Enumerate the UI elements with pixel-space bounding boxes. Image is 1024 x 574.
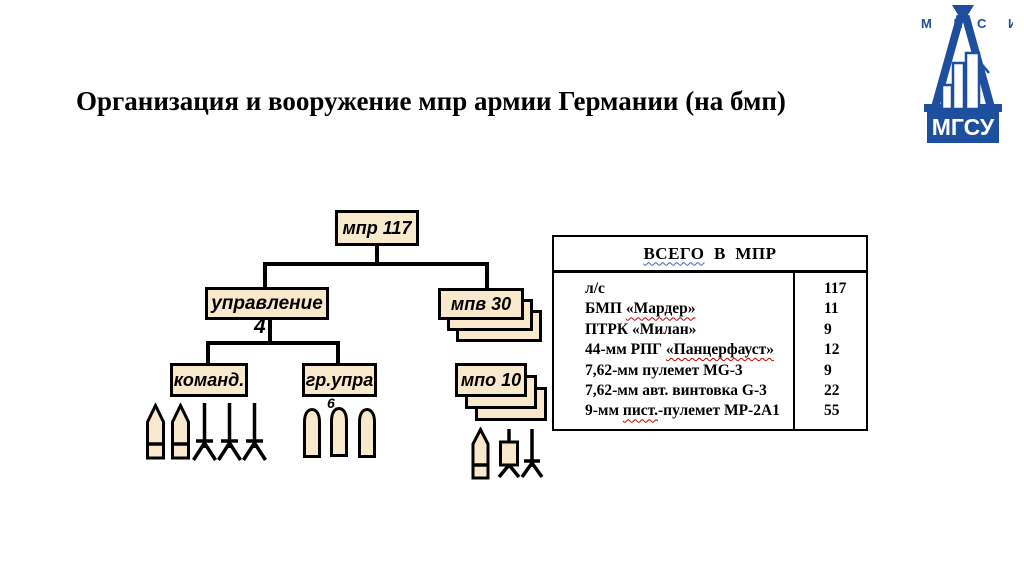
control-group-count-annotation: 6: [327, 395, 335, 411]
org-stack-squads: мпо 10: [455, 363, 555, 425]
row-label: БМП: [585, 300, 626, 318]
logo-band: [927, 109, 999, 143]
connector-line: [263, 262, 489, 266]
hq-count-annotation: 4: [254, 315, 266, 338]
logo-building: [940, 83, 954, 111]
row-label: л/с: [585, 280, 605, 297]
table-value: 9: [824, 320, 832, 338]
connector-line: [206, 341, 340, 345]
rifle-icon: [358, 407, 376, 458]
smg-icon: [471, 427, 490, 480]
row-label: пист.: [622, 402, 658, 420]
connector-line: [263, 262, 267, 290]
table-row: 7,62-мм пулемет MG-3: [585, 361, 793, 381]
table-value: 117: [824, 280, 847, 297]
org-box-label: гр.упра: [305, 369, 374, 390]
mg-icon: [520, 429, 544, 479]
row-label: «Мардер»: [625, 300, 696, 318]
org-box-control-group: гр.упра: [302, 363, 377, 397]
row-label: 7,62-мм авт. винтовка G-3: [585, 382, 767, 400]
smg-icon: [146, 403, 165, 460]
row-label: 9-мм: [585, 402, 623, 420]
mgsu-logo: М И С И МГСУ: [921, 5, 1013, 143]
table-value: 11: [824, 300, 839, 318]
connector-line: [206, 341, 210, 365]
org-box-platoon-mpv: мпв 30: [438, 288, 524, 320]
logo-top-letters-right: С И: [977, 16, 1013, 31]
org-box-label: команд.: [173, 369, 245, 390]
row-label: ПТРК «Милан»: [585, 320, 697, 338]
org-stack-platoons: мпв 30: [438, 288, 548, 348]
logo-apex-shape: [952, 5, 974, 23]
table-body: л/с БМП «Мардер» ПТРК «Милан» 44-мм РПГ …: [554, 273, 866, 429]
row-label: -пулемет МР-2А1: [657, 402, 780, 420]
logo-building-roof: [978, 60, 990, 74]
table-header: ВСЕГО В МПР: [554, 237, 866, 273]
atgm-icon: [497, 429, 521, 479]
row-label: 7,62-мм пулемет MG-3: [585, 361, 743, 379]
table-value: 12: [824, 341, 840, 359]
table-row: 7,62-мм авт. винтовка G-3: [585, 381, 793, 401]
table-row: л/с: [585, 279, 793, 299]
connector-line: [336, 341, 340, 365]
table-row: БМП «Мардер»: [585, 299, 793, 319]
row-label: 44-мм РПГ: [585, 341, 666, 359]
slide-title: Организация и вооружение мпр армии Герма…: [76, 86, 786, 116]
table-header-text: В МПР: [704, 243, 777, 263]
logo-building: [964, 51, 981, 111]
org-box-label: мпо 10: [460, 369, 522, 390]
org-box-label: мпв 30: [450, 293, 512, 314]
weapons-summary-table: ВСЕГО В МПР л/с БМП «Мардер» ПТРК «Милан…: [552, 235, 868, 431]
table-row: 44-мм РПГ «Панцерфауст»: [585, 340, 793, 360]
connector-line: [485, 262, 489, 290]
table-label-column: л/с БМП «Мардер» ПТРК «Милан» 44-мм РПГ …: [554, 273, 793, 429]
org-box-label: управление: [211, 292, 323, 314]
mg-icon: [217, 403, 242, 461]
logo-left-leg: [930, 14, 965, 113]
org-box-label: мпр 117: [342, 217, 412, 238]
org-box-commander: команд.: [170, 363, 248, 397]
org-box-hq: управление: [205, 287, 329, 320]
mg-icon: [192, 403, 217, 461]
org-box-squad-mpo: мпо 10: [455, 363, 527, 397]
table-row: 9-мм пист.-пулемет МР-2А1: [585, 401, 793, 421]
table-value-column: 117 11 9 12 9 22 55: [793, 273, 866, 429]
connector-line: [268, 318, 272, 345]
logo-building: [951, 61, 966, 111]
logo-top-letters-left: М И: [921, 16, 972, 31]
logo-name-text: МГСУ: [932, 114, 995, 140]
table-header-text: ВСЕГО: [643, 243, 705, 263]
table-value: 22: [824, 382, 840, 400]
mg-icon: [242, 403, 267, 461]
rifle-icon: [303, 407, 321, 458]
org-box-platoon-root: мпр 117: [335, 210, 419, 246]
table-value: 9: [824, 361, 832, 379]
rifle-icon: [330, 406, 348, 457]
row-label: «Панцерфауст»: [665, 341, 775, 359]
table-value: 55: [824, 402, 840, 420]
smg-icon: [171, 403, 190, 460]
connector-line: [375, 244, 379, 266]
table-row: ПТРК «Милан»: [585, 320, 793, 340]
